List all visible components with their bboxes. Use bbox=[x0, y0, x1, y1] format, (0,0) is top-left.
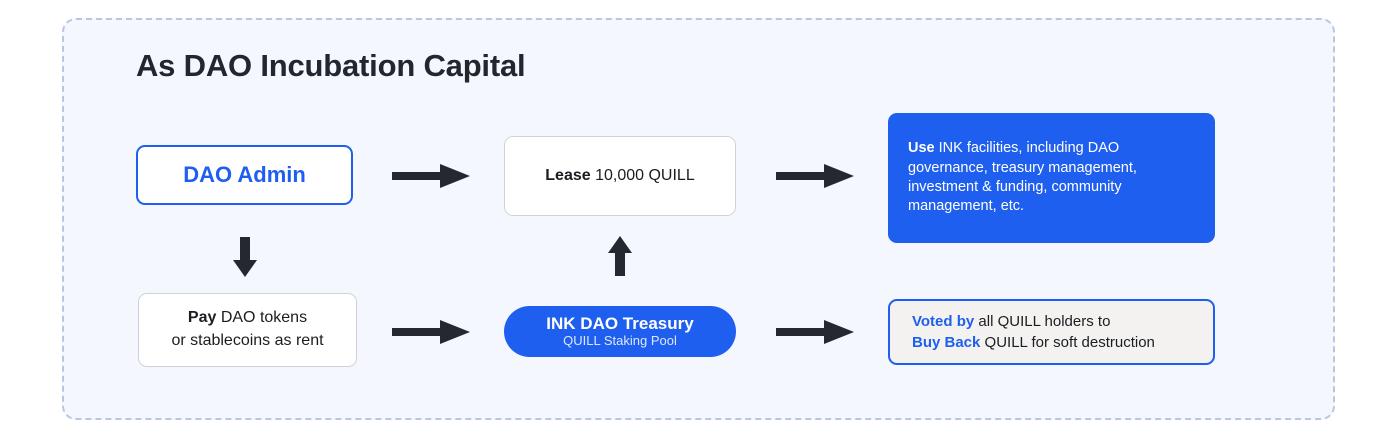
node-use-text: Use INK facilities, including DAO govern… bbox=[908, 139, 1195, 216]
node-ink-dao-treasury: INK DAO Treasury QUILL Staking Pool bbox=[504, 306, 736, 357]
node-lease-label-bold: Lease bbox=[545, 166, 591, 184]
node-lease: Lease 10,000 QUILL bbox=[504, 136, 736, 216]
arrow-right-icon-dao-admin-to-lease bbox=[392, 163, 470, 189]
node-use-label-rest: INK facilities, including DAO governance… bbox=[908, 140, 1137, 215]
node-pay-label-rest: DAO tokens bbox=[216, 309, 308, 327]
arrow-right-icon-lease-to-use bbox=[776, 163, 854, 189]
node-voted-line1-rest: all QUILL holders to bbox=[974, 312, 1111, 330]
arrow-right-icon-treasury-to-voted bbox=[776, 319, 854, 345]
arrow-right-icon-pay-to-treasury bbox=[392, 319, 470, 345]
node-voted-buyback: Voted by all QUILL holders to Buy Back QU… bbox=[888, 299, 1215, 365]
node-lease-label-rest: 10,000 QUILL bbox=[590, 166, 695, 184]
page-title: As DAO Incubation Capital bbox=[136, 48, 526, 83]
node-pay: Pay DAO tokens or stablecoins as rent bbox=[138, 293, 357, 367]
node-voted-line1-bold: Voted by bbox=[912, 312, 975, 330]
node-voted-line2-rest: QUILL for soft destruction bbox=[980, 334, 1155, 351]
arrow-up-icon-treasury-to-lease bbox=[607, 236, 633, 276]
node-use-ink-facilities: Use INK facilities, including DAO govern… bbox=[888, 113, 1215, 243]
node-pay-text: Pay DAO tokens or stablecoins as rent bbox=[171, 307, 323, 352]
node-treasury-subtitle: QUILL Staking Pool bbox=[563, 333, 677, 349]
node-treasury-title: INK DAO Treasury bbox=[546, 313, 694, 333]
node-pay-label-line2: or stablecoins as rent bbox=[171, 332, 324, 349]
node-use-label-bold: Use bbox=[908, 140, 935, 157]
node-lease-text: Lease 10,000 QUILL bbox=[545, 166, 694, 186]
node-voted-text: Voted by all QUILL holders to Buy Back QU… bbox=[912, 311, 1155, 354]
node-dao-admin: DAO Admin bbox=[136, 145, 353, 205]
arrow-down-icon-dao-admin-to-pay bbox=[232, 237, 258, 277]
node-dao-admin-label: DAO Admin bbox=[183, 161, 306, 187]
node-voted-line2-bold: Buy Back bbox=[912, 334, 981, 351]
node-pay-label-bold: Pay bbox=[187, 309, 217, 327]
